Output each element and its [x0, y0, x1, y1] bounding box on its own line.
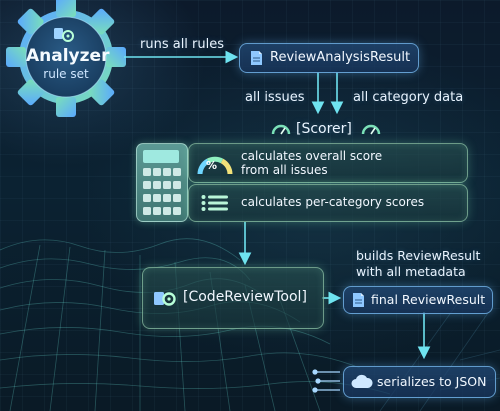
builds-line1: builds ReviewResult: [356, 248, 481, 263]
review-analysis-result-node: ReviewAnalysisResult: [239, 43, 419, 73]
gauge-icon-left: [271, 124, 291, 135]
cloud-icon: [351, 374, 373, 388]
document-icon: [251, 51, 262, 65]
code-review-tool-label: [CodeReviewTool]: [183, 289, 307, 305]
label-runs-all-rules: runs all rules: [140, 37, 225, 52]
overall-score-node: % calculates overall score from all issu…: [188, 143, 468, 183]
review-analysis-result-label: ReviewAnalysisResult: [270, 50, 411, 65]
gauge-icon: [197, 156, 233, 175]
overall-score-line2: from all issues: [241, 163, 328, 177]
per-category-node: calculates per-category scores: [188, 184, 468, 222]
gear-icon: [54, 28, 74, 42]
label-all-issues: all issues: [245, 90, 305, 105]
serializes-json-label: serializes to JSON: [377, 374, 487, 389]
analyzer-title: Analyzer: [26, 46, 110, 66]
final-review-result-label: final ReviewResult: [371, 292, 486, 307]
gear-icon: [154, 292, 176, 306]
document-icon: [353, 293, 364, 307]
serializes-json-node: serializes to JSON: [343, 366, 496, 398]
analyzer-subtitle: rule set: [43, 67, 89, 81]
code-review-tool-node: [CodeReviewTool]: [142, 267, 324, 329]
circuit-icon: [312, 369, 340, 393]
gauge-percent-symbol: %: [206, 159, 218, 172]
overall-score-line1: calculates overall score: [241, 149, 383, 163]
scorer-label: [Scorer]: [296, 121, 352, 137]
label-all-category-data: all category data: [353, 90, 464, 105]
per-category-label: calculates per-category scores: [241, 195, 425, 209]
list-icon: [201, 195, 228, 211]
calculator-icon: [136, 143, 188, 222]
gauge-icon-right: [361, 124, 381, 135]
final-review-result-node: final ReviewResult: [343, 286, 493, 314]
builds-line2: with all metadata: [356, 264, 466, 279]
label-builds-review-result: builds ReviewResult with all metadata: [356, 248, 480, 280]
